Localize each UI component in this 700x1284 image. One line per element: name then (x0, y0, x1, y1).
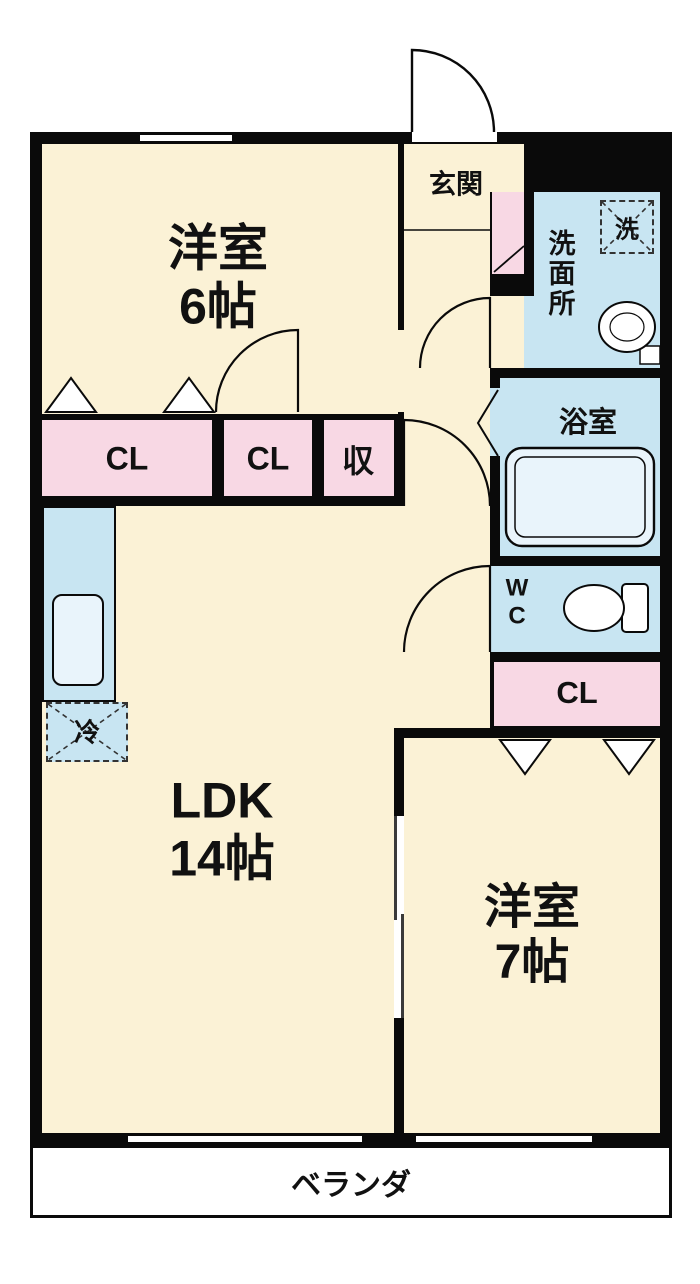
sliding-door-panel-2 (401, 914, 404, 1018)
closet-right-label: CL (556, 675, 598, 710)
room-western-7 (404, 738, 660, 1133)
genkan-label: 玄関 (429, 169, 483, 200)
room7-label: 洋室 7帖 (483, 880, 581, 989)
closet1-label: CL (105, 440, 149, 477)
storage-closet (324, 420, 394, 496)
storage-label: 収 (341, 443, 375, 479)
closet-1 (42, 420, 212, 496)
washroom-label: 洗面所 (544, 229, 575, 319)
closet2-label: CL (246, 440, 290, 477)
veranda-label: ベランダ (291, 1169, 411, 1202)
fridge-label: 冷 (73, 717, 101, 748)
window-ldk-south (128, 1133, 362, 1145)
wc-label: W C (505, 574, 529, 629)
window-top (140, 132, 232, 144)
washer-label: 洗 (615, 216, 639, 244)
shoe-cabinet (492, 192, 524, 274)
closet-right (494, 662, 660, 726)
entrance-area (490, 144, 524, 192)
entrance-opening (412, 132, 497, 144)
entrance-door-arc (410, 48, 496, 133)
doorway-wc (490, 566, 500, 652)
kitchen-sink (52, 594, 104, 686)
window-room7-south (416, 1133, 592, 1145)
ldk-label: LDK 14帖 (169, 772, 275, 887)
doorway-bath (490, 388, 500, 456)
sliding-door-panel-1 (394, 816, 397, 920)
room6-label: 洋室 6帖 (168, 220, 268, 335)
sliding-door-gap (394, 816, 404, 1018)
closet-2 (224, 420, 312, 496)
washer-space (600, 200, 654, 254)
doorway-washroom (524, 296, 534, 368)
veranda (30, 1145, 672, 1218)
bath-label: 浴室 (558, 407, 618, 439)
doorway-room6 (394, 330, 404, 412)
